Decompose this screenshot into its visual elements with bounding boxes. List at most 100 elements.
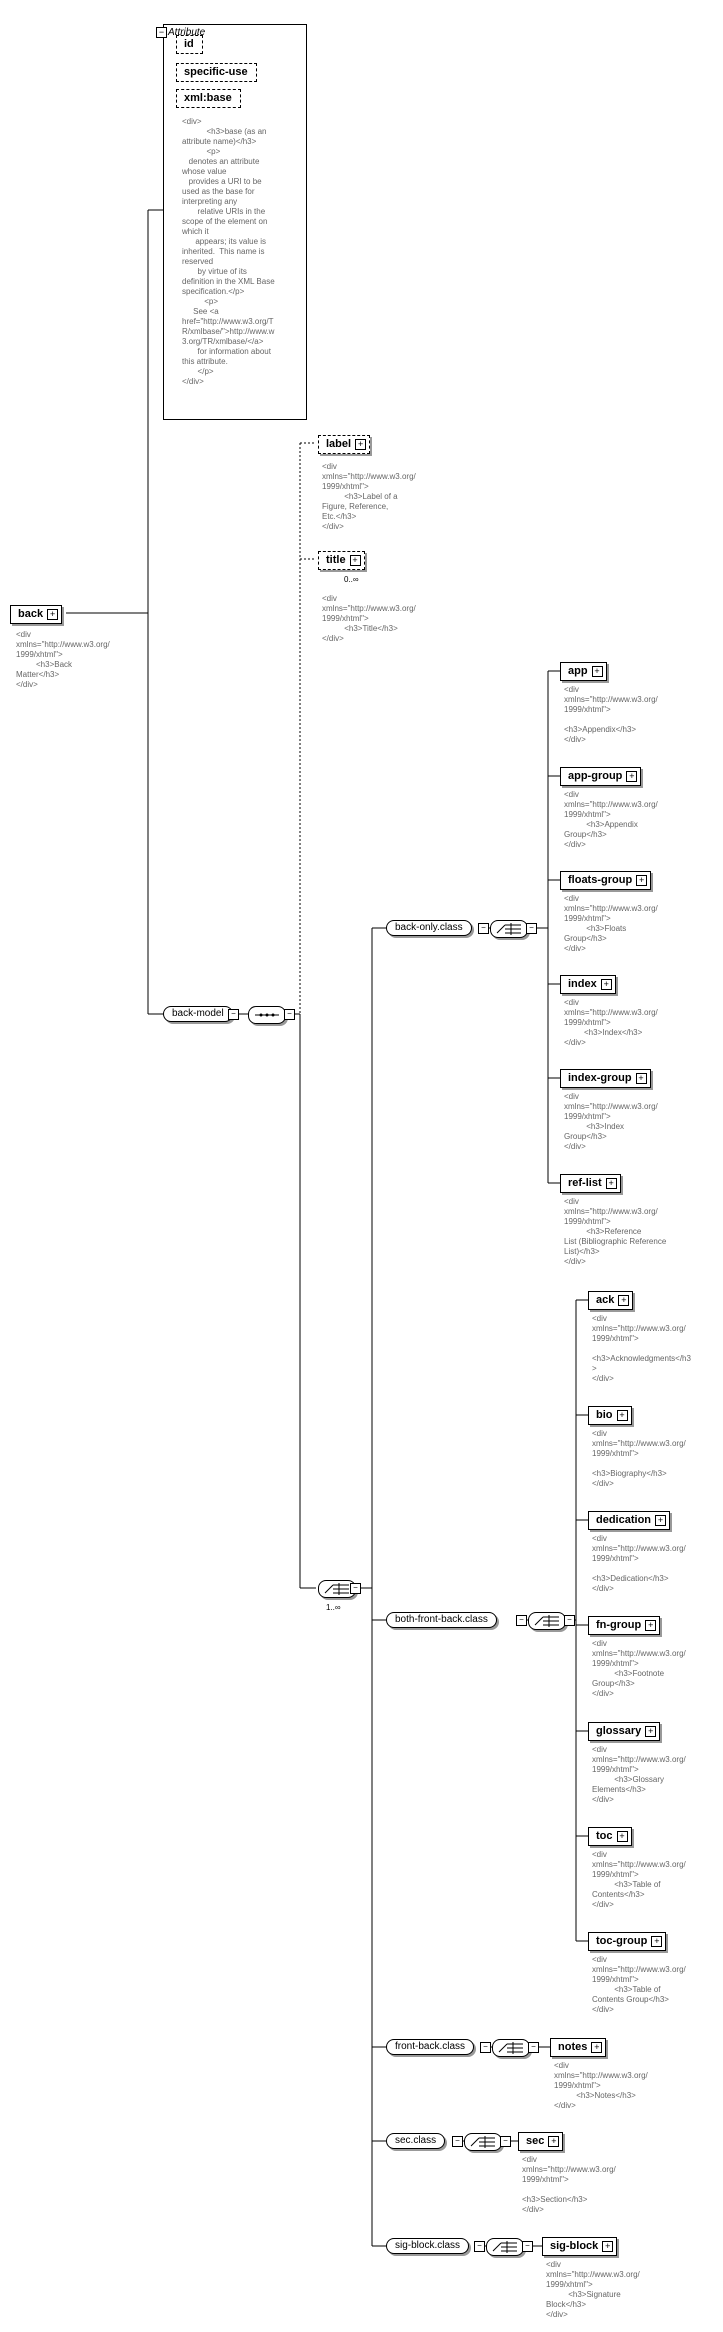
expand-icon[interactable]: + xyxy=(616,1831,628,1842)
element-glossary[interactable]: glossary+ xyxy=(588,1722,661,1741)
expand-icon[interactable]: + xyxy=(655,1515,667,1526)
element-name: index-group xyxy=(568,1072,632,1084)
connector-icon[interactable]: − xyxy=(452,2136,463,2147)
group-sig-block-class[interactable]: sig-block.class xyxy=(386,2238,470,2254)
connector-icon[interactable]: − xyxy=(516,1615,527,1626)
element-name: title xyxy=(326,554,346,566)
choice-compositor-icon[interactable] xyxy=(486,2238,524,2256)
element-name: ack xyxy=(596,1294,615,1306)
choice-symbol-icon xyxy=(496,923,521,935)
expand-icon[interactable]: + xyxy=(618,1295,630,1306)
attribute-specific-use[interactable]: specific-use xyxy=(176,63,257,82)
element-floats-group[interactable]: floats-group+ xyxy=(560,871,652,890)
group-front-back-class[interactable]: front-back.class xyxy=(386,2039,475,2055)
element-title[interactable]: title + xyxy=(318,551,365,570)
element-name: toc-group xyxy=(596,1935,648,1947)
choice-compositor-icon[interactable] xyxy=(492,2039,530,2057)
expand-icon[interactable]: + xyxy=(602,2241,614,2252)
expand-icon[interactable]: + xyxy=(626,771,638,782)
choice-symbol-icon xyxy=(534,1615,559,1627)
connector-icon[interactable]: − xyxy=(480,2042,491,2053)
expand-icon[interactable]: + xyxy=(645,1726,657,1737)
expand-icon[interactable]: + xyxy=(636,875,648,886)
expand-icon[interactable]: + xyxy=(645,1620,657,1631)
attribute-id[interactable]: id xyxy=(176,35,203,54)
choice-compositor-icon[interactable] xyxy=(464,2133,502,2151)
element-sig-block[interactable]: sig-block+ xyxy=(542,2237,618,2256)
cardinality-label: 0..∞ xyxy=(344,575,359,584)
expand-icon[interactable]: + xyxy=(635,1073,647,1084)
choice-compositor-icon[interactable] xyxy=(490,920,528,938)
attribute-label: id xyxy=(184,38,194,50)
expand-icon[interactable]: + xyxy=(651,1936,663,1947)
expand-icon[interactable]: + xyxy=(591,666,603,677)
connector-icon[interactable]: − xyxy=(478,923,489,934)
group-label: sig-block.class xyxy=(395,2240,461,2251)
element-toc-group[interactable]: toc-group+ xyxy=(588,1932,667,1951)
element-dedication[interactable]: dedication+ xyxy=(588,1511,671,1530)
expand-icon[interactable]: + xyxy=(548,2136,560,2147)
expand-icon[interactable]: + xyxy=(616,1410,628,1421)
element-back[interactable]: back + xyxy=(10,605,63,624)
element-name: notes xyxy=(558,2041,588,2053)
element-label[interactable]: label + xyxy=(318,435,371,454)
expand-icon[interactable]: + xyxy=(605,1178,617,1189)
sequence-compositor-icon[interactable] xyxy=(248,1006,286,1024)
element-name: floats-group xyxy=(568,874,633,886)
connector-icon[interactable]: − xyxy=(522,2241,533,2252)
connector-icon[interactable]: − xyxy=(528,2042,539,2053)
element-index-group[interactable]: index-group+ xyxy=(560,1069,651,1088)
element-app-group[interactable]: app-group+ xyxy=(560,767,642,786)
attribute-label: xml:base xyxy=(184,92,232,104)
element-toc[interactable]: toc+ xyxy=(588,1827,632,1846)
element-index[interactable]: index+ xyxy=(560,975,616,994)
element-name: glossary xyxy=(596,1725,642,1737)
attribute-panel: − Attribute id specific-use xml:base <di… xyxy=(156,24,307,420)
connector-icon[interactable]: − xyxy=(474,2241,485,2252)
attribute-xml-base[interactable]: xml:base xyxy=(176,89,241,108)
group-back-only-class[interactable]: back-only.class xyxy=(386,920,472,936)
element-ack[interactable]: ack+ xyxy=(588,1291,634,1310)
group-sec-class[interactable]: sec.class xyxy=(386,2133,446,2149)
element-bio[interactable]: bio+ xyxy=(588,1406,632,1425)
expand-icon[interactable]: + xyxy=(591,2042,603,2053)
element-documentation: <div xmlns="http://www.w3.org/ 1999/xhtm… xyxy=(546,2260,640,2319)
element-notes[interactable]: notes+ xyxy=(550,2038,607,2057)
element-name: fn-group xyxy=(596,1619,642,1631)
expand-icon[interactable]: + xyxy=(349,555,361,566)
connector-icon[interactable]: − xyxy=(500,2136,511,2147)
connector-icon[interactable]: − xyxy=(228,1009,239,1020)
element-documentation: <div xmlns="http://www.w3.org/ 1999/xhtm… xyxy=(592,1850,686,1909)
attribute-panel-title: Attribute xyxy=(168,27,206,38)
element-documentation: <div xmlns="http://www.w3.org/ 1999/xhtm… xyxy=(592,1955,686,2014)
connector-icon[interactable]: − xyxy=(350,1583,361,1594)
group-label: front-back.class xyxy=(395,2041,466,2052)
group-back-model[interactable]: back-model xyxy=(163,1006,233,1022)
connector-icon[interactable]: − xyxy=(284,1009,295,1020)
group-label: back-only.class xyxy=(395,922,463,933)
element-name: ref-list xyxy=(568,1177,602,1189)
element-fn-group[interactable]: fn-group+ xyxy=(588,1616,661,1635)
element-sec[interactable]: sec+ xyxy=(518,2132,564,2151)
element-documentation: <div xmlns="http://www.w3.org/ 1999/xhtm… xyxy=(322,462,416,531)
element-documentation: <div xmlns="http://www.w3.org/ 1999/xhtm… xyxy=(522,2155,616,2214)
element-label: back xyxy=(18,608,44,620)
attribute-label: specific-use xyxy=(184,66,248,78)
group-both-front-back-class[interactable]: both-front-back.class xyxy=(386,1612,497,1628)
attribute-documentation: <div> <h3>base (as an attribute name)</h… xyxy=(182,117,275,386)
choice-compositor-icon[interactable] xyxy=(528,1612,566,1630)
element-app[interactable]: app+ xyxy=(560,662,607,681)
collapse-icon[interactable]: − xyxy=(156,27,167,38)
element-name: index xyxy=(568,978,597,990)
element-name: app-group xyxy=(568,770,623,782)
group-label: both-front-back.class xyxy=(395,1614,488,1625)
element-documentation: <div xmlns="http://www.w3.org/ 1999/xhtm… xyxy=(564,790,658,849)
expand-icon[interactable]: + xyxy=(355,439,367,450)
element-ref-list[interactable]: ref-list+ xyxy=(560,1174,621,1193)
connector-icon[interactable]: − xyxy=(564,1615,575,1626)
expand-icon[interactable]: + xyxy=(47,609,59,620)
connector-icon[interactable]: − xyxy=(526,923,537,934)
expand-icon[interactable]: + xyxy=(600,979,612,990)
element-documentation: <div xmlns="http://www.w3.org/ 1999/xhtm… xyxy=(554,2061,648,2110)
